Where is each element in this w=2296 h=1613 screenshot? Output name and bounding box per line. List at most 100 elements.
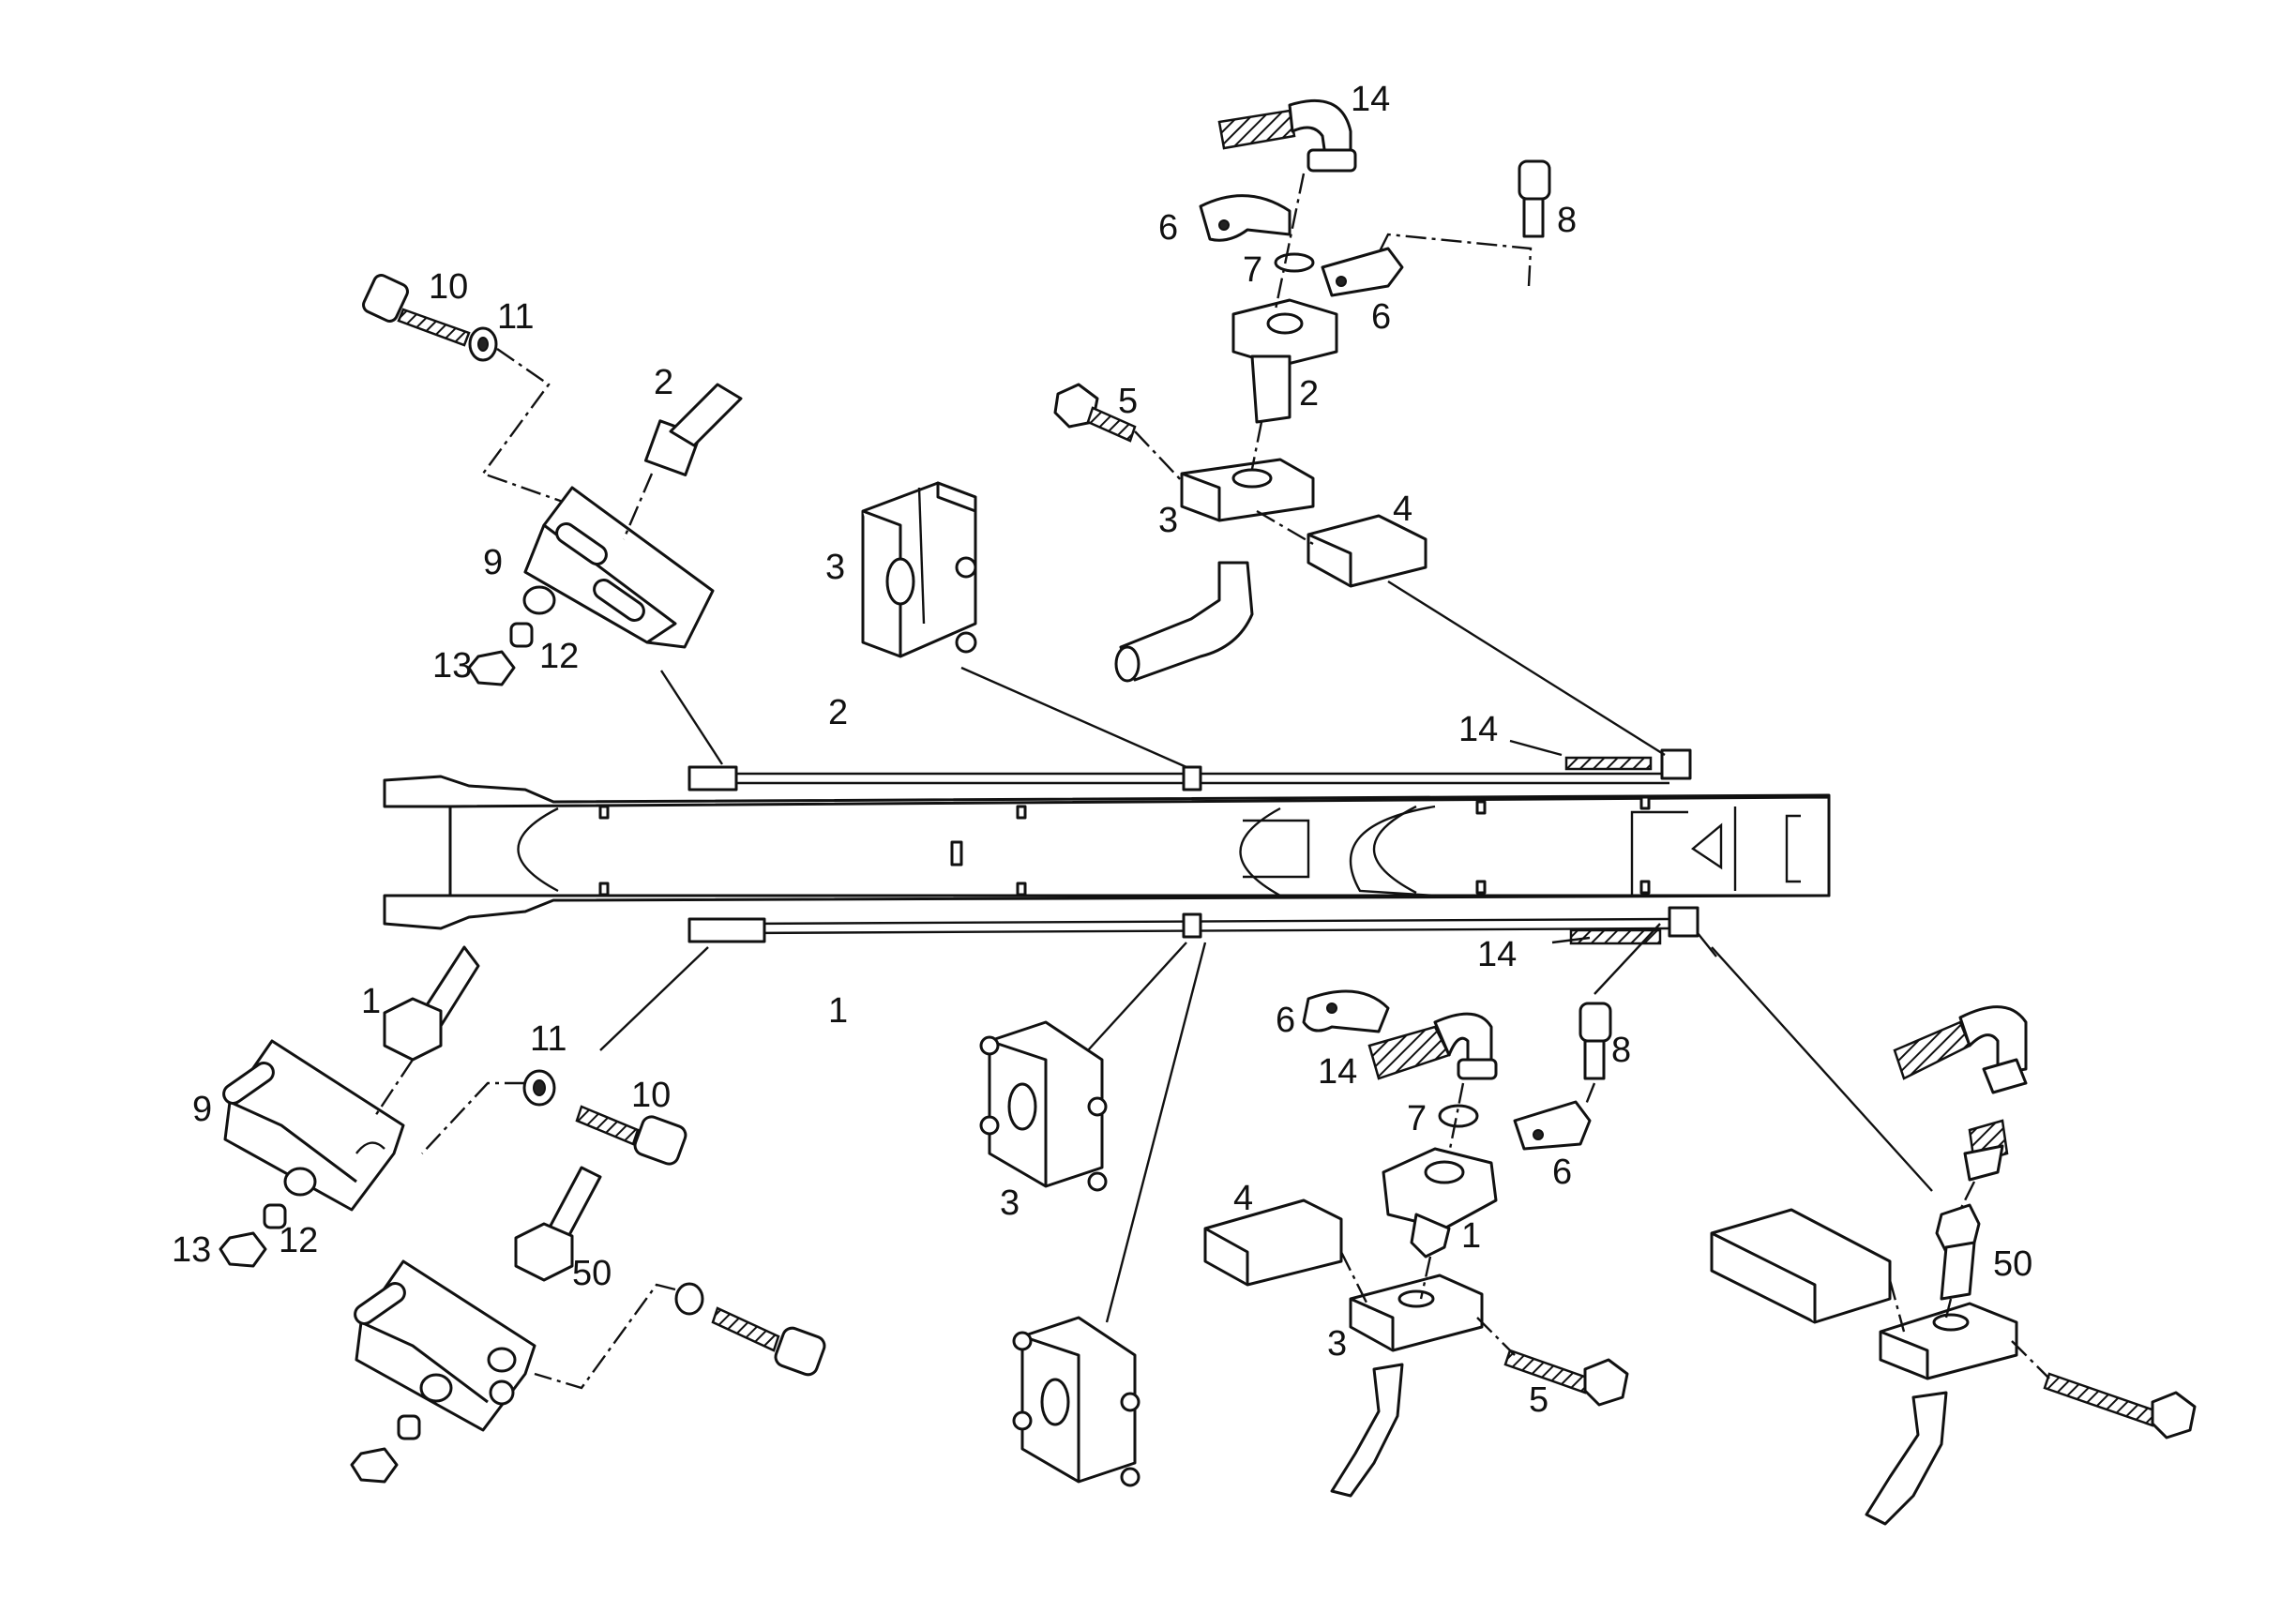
callout-7-lower: 7 — [1407, 1099, 1427, 1138]
hydraulic-pipe-upper — [687, 748, 1692, 791]
leader-9-to-boom-upper — [659, 670, 724, 765]
block-far-right-large — [1710, 1208, 1892, 1324]
bolt-lower-50 — [711, 1306, 826, 1377]
callout-3-top: 3 — [1158, 501, 1178, 540]
leader-8-to-boom — [1594, 923, 1661, 995]
leader-1-to-3-lower — [1419, 1256, 1432, 1300]
hose-lower-bent — [1330, 1363, 1404, 1498]
clamp-half-6-upper-a — [1199, 194, 1292, 242]
clamp-half-6-lower-b — [1513, 1100, 1592, 1151]
callout-50-lower-left: 50 — [572, 1254, 612, 1293]
bolt-far-right — [2043, 1372, 2197, 1440]
clamp-half-6-lower-a — [1302, 989, 1390, 1033]
callout-6-top-left: 6 — [1158, 208, 1178, 248]
block-4-lower — [1203, 1198, 1343, 1287]
pipe-clamp-3-top — [861, 481, 977, 658]
callout-3-lower-center: 3 — [1000, 1183, 1020, 1223]
oring-7-upper — [1274, 252, 1315, 273]
callout-4-top: 4 — [1393, 490, 1412, 529]
leader-50-to-boom-far-right — [1711, 946, 1933, 1192]
block-3-lower — [1349, 1274, 1484, 1352]
clamp-bracket-50 — [354, 1259, 536, 1432]
leader-4-to-boom — [1387, 580, 1666, 757]
callout-3-lower-right: 3 — [1327, 1324, 1347, 1364]
leader-14-to-2 — [1274, 173, 1306, 310]
screw-8-lower — [1578, 1002, 1612, 1080]
callout-1-lower-right: 1 — [1461, 1216, 1481, 1256]
leader-2-to-3 — [1250, 421, 1263, 470]
pin-50-far-right — [1935, 1203, 1981, 1301]
boom-arm — [383, 775, 1831, 930]
pipe-clamp-3-lower-b — [1012, 1316, 1140, 1487]
pipe-clamp-3-lower-a — [979, 1020, 1108, 1192]
bolt-10-upper — [362, 274, 471, 347]
leader-block-to-bolt — [2011, 1340, 2050, 1379]
leader-bolt-to-50 — [534, 1283, 676, 1390]
callout-11-top: 11 — [497, 297, 534, 337]
callout-1-lower-left: 1 — [361, 982, 381, 1021]
callout-6-lower-right: 6 — [1552, 1153, 1572, 1192]
bolt-5-upper — [1053, 383, 1137, 443]
callout-7-top: 7 — [1243, 250, 1262, 290]
leader-8-to-6-lower — [1583, 1082, 1596, 1108]
callout-10-top: 10 — [429, 267, 468, 307]
leader-10-to-9-lower — [421, 1081, 525, 1154]
callout-2-boom: 2 — [828, 693, 848, 732]
callout-14-top: 14 — [1351, 80, 1390, 119]
leader-3-to-boom — [960, 666, 1187, 769]
callout-8-lower: 8 — [1611, 1031, 1631, 1070]
leader-9-to-boom-lower — [599, 946, 709, 1051]
block-far-right-small — [1879, 1302, 2018, 1380]
callout-13-upper: 13 — [432, 646, 472, 686]
oring-7-lower — [1438, 1104, 1479, 1128]
hose-on-boom-upper — [1564, 756, 1653, 771]
callout-14-lower: 14 — [1318, 1052, 1357, 1092]
pin-2-upper-left — [643, 383, 743, 476]
block-3-upper — [1180, 458, 1315, 522]
washer-lower-50 — [674, 1282, 704, 1316]
leader-3b-to-boom — [1105, 942, 1207, 1323]
screw-8-upper — [1518, 159, 1551, 238]
leader-14-to-boom-lower — [1551, 936, 1591, 944]
clamp-bracket-9-lower — [222, 1039, 405, 1212]
hose-fitting-14-top — [1217, 98, 1357, 173]
flange-2-upper — [1231, 298, 1338, 424]
callout-6-lower-left: 6 — [1276, 1001, 1295, 1040]
callout-8-top: 8 — [1557, 201, 1577, 240]
callout-labels: 14 8 6 7 6 2 5 3 4 10 11 2 9 13 12 3 2 1… — [172, 80, 2032, 1420]
hose-fitting-14-lower — [1367, 1012, 1498, 1080]
leader-far-right-boom-connector — [1697, 932, 1717, 957]
leader-14-to-boom-upper — [1509, 739, 1563, 757]
callout-12-lower: 12 — [279, 1221, 318, 1260]
leader-block-large-to-small — [1888, 1279, 1906, 1333]
nut-12-13-lower — [219, 1167, 317, 1268]
callout-12-upper: 12 — [539, 637, 579, 676]
leader-1-to-9 — [374, 1059, 414, 1117]
washer-11-lower — [522, 1069, 556, 1107]
callout-1-boom: 1 — [828, 991, 848, 1031]
leader-3a-to-boom — [1087, 942, 1187, 1051]
leader-10-to-9 — [481, 348, 564, 504]
hose-upper-bent — [1114, 561, 1254, 683]
callout-9-lower: 9 — [192, 1090, 212, 1129]
leader-adapter-to-50 — [1958, 1181, 1976, 1211]
leader-3-to-5-lower — [1476, 1317, 1516, 1356]
bolt-10-lower — [575, 1105, 687, 1166]
callout-6-top-right: 6 — [1371, 297, 1391, 337]
pin-1-lower-left — [383, 945, 480, 1062]
callout-2-top: 2 — [1299, 374, 1319, 414]
leader-2-to-9 — [622, 473, 654, 540]
bolt-5-lower — [1503, 1349, 1629, 1407]
callout-5-top: 5 — [1118, 382, 1138, 421]
callout-13-lower: 13 — [172, 1230, 211, 1270]
callout-4-lower: 4 — [1233, 1179, 1253, 1218]
callout-14-boom-upper: 14 — [1458, 710, 1498, 749]
clamp-half-6-upper-b — [1321, 247, 1404, 297]
callout-5-lower: 5 — [1529, 1380, 1548, 1420]
callout-3-center: 3 — [825, 548, 845, 587]
hose-fitting-far-right — [1893, 1005, 2028, 1094]
washer-11-upper — [468, 326, 498, 362]
callout-50-far-right: 50 — [1993, 1244, 2032, 1284]
callout-14-boom-lower: 14 — [1477, 935, 1517, 974]
